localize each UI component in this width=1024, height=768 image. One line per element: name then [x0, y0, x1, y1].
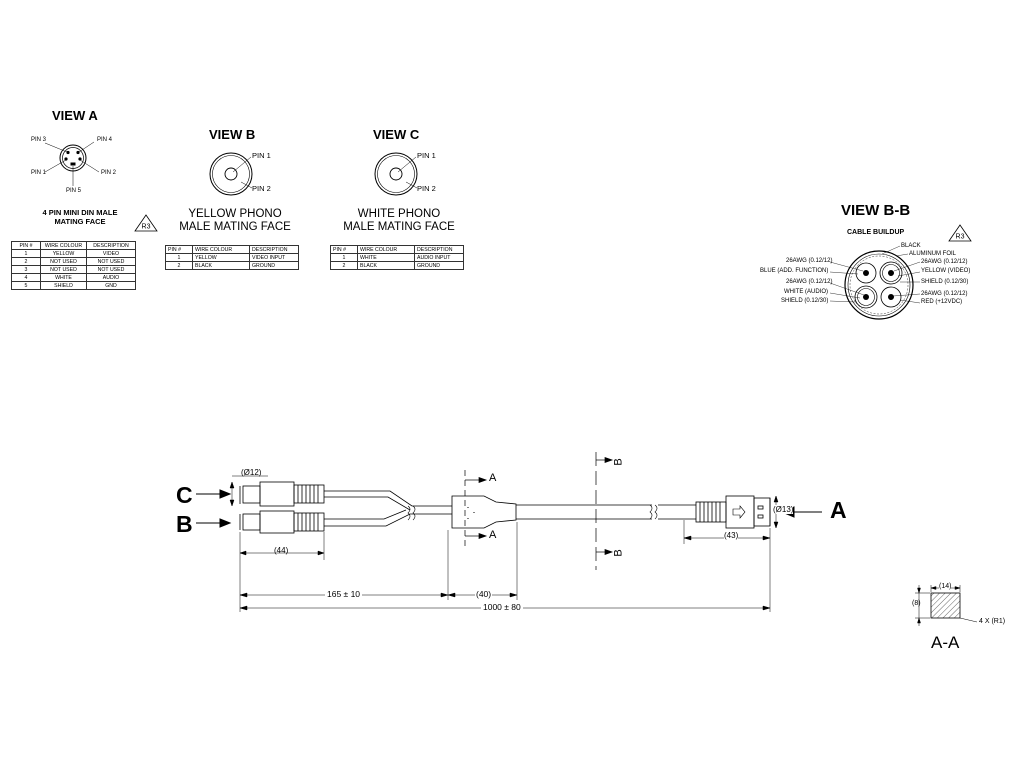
section-a-marker-top: A — [489, 472, 497, 484]
view-a-pin-label: PIN 5 — [66, 188, 82, 194]
view-a-pin-label: PIN 2 — [101, 170, 117, 176]
view-bb-label: SHIELD (0.12/30) — [781, 298, 829, 304]
view-b-title: VIEW B — [209, 127, 256, 142]
dim-molding-length: (40) — [475, 589, 493, 599]
view-bb-subtitle: CABLE BUILDUP — [847, 229, 905, 236]
view-c-pin-label: PIN 2 — [417, 184, 436, 193]
view-a-pin-label: PIN 4 — [97, 137, 113, 143]
view-a-din-face — [44, 141, 100, 186]
table-header-row: PIN # WIRE COLOUR DESCRIPTION — [165, 245, 299, 254]
dim-total-length: 1000 ± 80 — [481, 602, 523, 612]
view-b-phono-face — [209, 152, 253, 196]
view-bb-label: 26AWG (0.12/12) — [786, 279, 833, 285]
view-c-title: VIEW C — [373, 127, 420, 142]
section-a-marker-bottom: A — [489, 529, 497, 541]
connector-label-b: B — [176, 511, 193, 537]
view-bb-label: YELLOW (VIDEO) — [921, 268, 971, 274]
view-bb-revision-text: R3 — [956, 234, 965, 241]
view-a-title: VIEW A — [52, 108, 98, 123]
view-bb-label: WHITE (AUDIO) — [784, 289, 828, 295]
section-aa-title: A-A — [931, 633, 960, 652]
view-b-pin-label: PIN 1 — [252, 151, 271, 160]
cable-assembly-drawing — [196, 452, 822, 612]
dim-din-diameter: (Ø13) — [773, 505, 794, 514]
view-bb-label: 26AWG (0.12/12) — [921, 259, 968, 265]
dim-din-length: (43) — [724, 531, 739, 540]
view-a-pin-label: PIN 1 — [31, 170, 47, 176]
view-c-pin-label: PIN 1 — [417, 151, 436, 160]
view-bb-title: VIEW B-B — [841, 202, 911, 219]
dim-phono-diameter: (Ø12) — [241, 468, 262, 477]
view-bb-label: 26AWG (0.12/12) — [786, 258, 833, 264]
table-header-row: PIN # WIRE COLOUR DESCRIPTION — [330, 245, 464, 254]
section-b-marker-bottom: B — [612, 549, 625, 557]
view-bb-label: RED (+12VDC) — [921, 299, 963, 305]
view-bb-label: 26AWG (0.12/12) — [921, 291, 968, 297]
view-b-subtitle: YELLOW PHONO MALE MATING FACE — [179, 208, 291, 233]
view-bb-label: ALUMINUM FOIL — [909, 251, 957, 257]
section-aa-width: (14) — [939, 583, 952, 590]
view-c-subtitle: WHITE PHONO MALE MATING FACE — [343, 208, 455, 233]
view-bb-label: BLUE (ADD. FUNCTION) — [760, 268, 829, 274]
table-header-row: PIN # WIRE COLOUR DESCRIPTION — [11, 241, 136, 250]
section-aa-drawing — [915, 585, 978, 626]
view-a-subtitle: 4 PIN MINI DIN MALE MATING FACE — [42, 208, 118, 226]
view-bb-label: BLACK — [901, 243, 921, 249]
view-bb-revision-triangle: R3 — [948, 224, 972, 242]
view-a-revision-text: R3 — [142, 224, 151, 231]
view-bb-cable-cross-section — [830, 245, 921, 320]
section-aa-height: (8) — [912, 600, 921, 607]
dim-phono-length: (44) — [274, 546, 289, 555]
view-a-revision-triangle: R3 — [134, 214, 158, 232]
section-b-marker-top: B — [612, 458, 625, 466]
dim-split-length: 165 ± 10 — [325, 589, 363, 599]
view-b-pin-label: PIN 2 — [252, 184, 271, 193]
view-bb-label: SHIELD (0.12/30) — [921, 279, 969, 285]
section-aa-radius: 4 X (R1) — [979, 618, 1006, 625]
connector-label-a: A — [830, 497, 847, 523]
connector-label-c: C — [176, 482, 193, 508]
view-a-pin-label: PIN 3 — [31, 137, 47, 143]
view-c-phono-face — [374, 152, 418, 196]
